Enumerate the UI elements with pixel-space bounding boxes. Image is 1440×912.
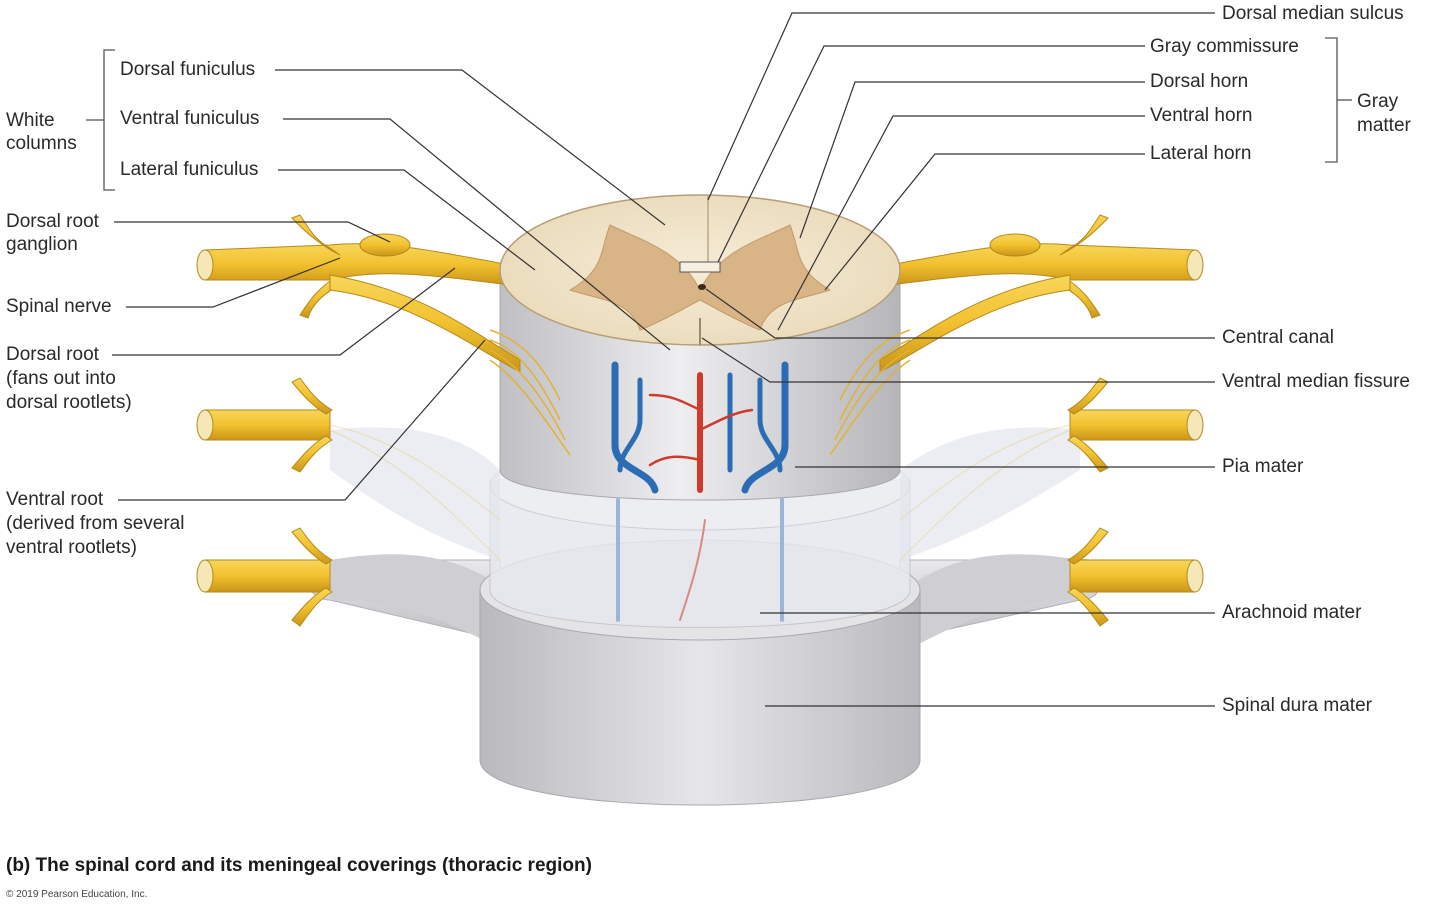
label-spinal-nerve: Spinal nerve <box>6 296 112 317</box>
label-gray-matter-l1: Gray <box>1357 91 1399 112</box>
label-white-columns-l2: columns <box>6 133 77 154</box>
label-ventral-root-l1: Ventral root <box>6 489 104 510</box>
spinal-nerves <box>204 214 1196 627</box>
leader-dorsal-median-sulcus <box>707 12 1215 201</box>
label-dorsal-median-sulcus: Dorsal median sulcus <box>1222 3 1404 24</box>
label-arachnoid-mater: Arachnoid mater <box>1222 602 1362 623</box>
copyright-notice: © 2019 Pearson Education, Inc. <box>6 889 148 900</box>
label-lateral-funiculus: Lateral funiculus <box>120 159 259 180</box>
leader-spinal-nerve <box>126 257 341 308</box>
label-dorsal-root-ganglion-l1: Dorsal root <box>6 211 99 232</box>
label-ventral-median-fissure: Ventral median fissure <box>1222 371 1410 392</box>
blood-vessels <box>611 361 789 622</box>
leader-lateral-funiculus <box>278 169 536 271</box>
label-dorsal-root-l2: (fans out into <box>6 368 116 389</box>
leader-dorsal-horn <box>799 81 1145 239</box>
leader-dorsal-root-ganglion <box>114 221 391 243</box>
label-spinal-dura-mater: Spinal dura mater <box>1222 695 1372 716</box>
label-gray-matter-l2: matter <box>1357 115 1411 136</box>
leader-ventral-horn <box>777 115 1145 331</box>
label-dorsal-horn: Dorsal horn <box>1150 71 1249 92</box>
leader-ventral-root <box>118 339 486 501</box>
label-lateral-horn: Lateral horn <box>1150 143 1252 164</box>
leader-central-canal <box>705 288 1215 339</box>
nerve-cut-ends <box>196 249 1204 593</box>
leader-ventral-funiculus <box>283 118 671 351</box>
label-gray-commissure: Gray commissure <box>1150 36 1299 57</box>
label-pia-mater: Pia mater <box>1222 456 1304 477</box>
label-ventral-root-l2: (derived from several <box>6 513 185 534</box>
figure-caption: (b) The spinal cord and its meningeal co… <box>6 855 592 876</box>
leader-dorsal-funiculus <box>275 69 666 226</box>
label-dorsal-root-l3: dorsal rootlets) <box>6 392 132 413</box>
leader-ventral-median-fissure <box>701 337 1215 383</box>
white-columns-bracket <box>103 49 115 191</box>
gray-matter-bracket <box>1325 37 1338 163</box>
rootlets <box>489 329 911 456</box>
label-ventral-horn: Ventral horn <box>1150 105 1253 126</box>
label-dorsal-funiculus: Dorsal funiculus <box>120 59 256 80</box>
label-white-columns-l1: White <box>6 110 55 131</box>
leader-dorsal-root <box>112 267 456 356</box>
label-ventral-root-l3: ventral rootlets) <box>6 537 137 558</box>
faint-rootlets <box>329 424 1071 561</box>
leader-lines <box>112 12 1215 707</box>
label-central-canal: Central canal <box>1222 327 1334 348</box>
brackets <box>86 37 1352 191</box>
leader-lateral-horn <box>824 153 1145 291</box>
leader-gray-commissure <box>717 45 1145 263</box>
label-dorsal-root-ganglion-l2: ganglion <box>6 234 78 255</box>
cord-cross-section <box>499 194 901 346</box>
label-ventral-funiculus: Ventral funiculus <box>120 108 260 129</box>
label-dorsal-root-l1: Dorsal root <box>6 344 99 365</box>
gray-matter-butterfly <box>568 224 832 331</box>
